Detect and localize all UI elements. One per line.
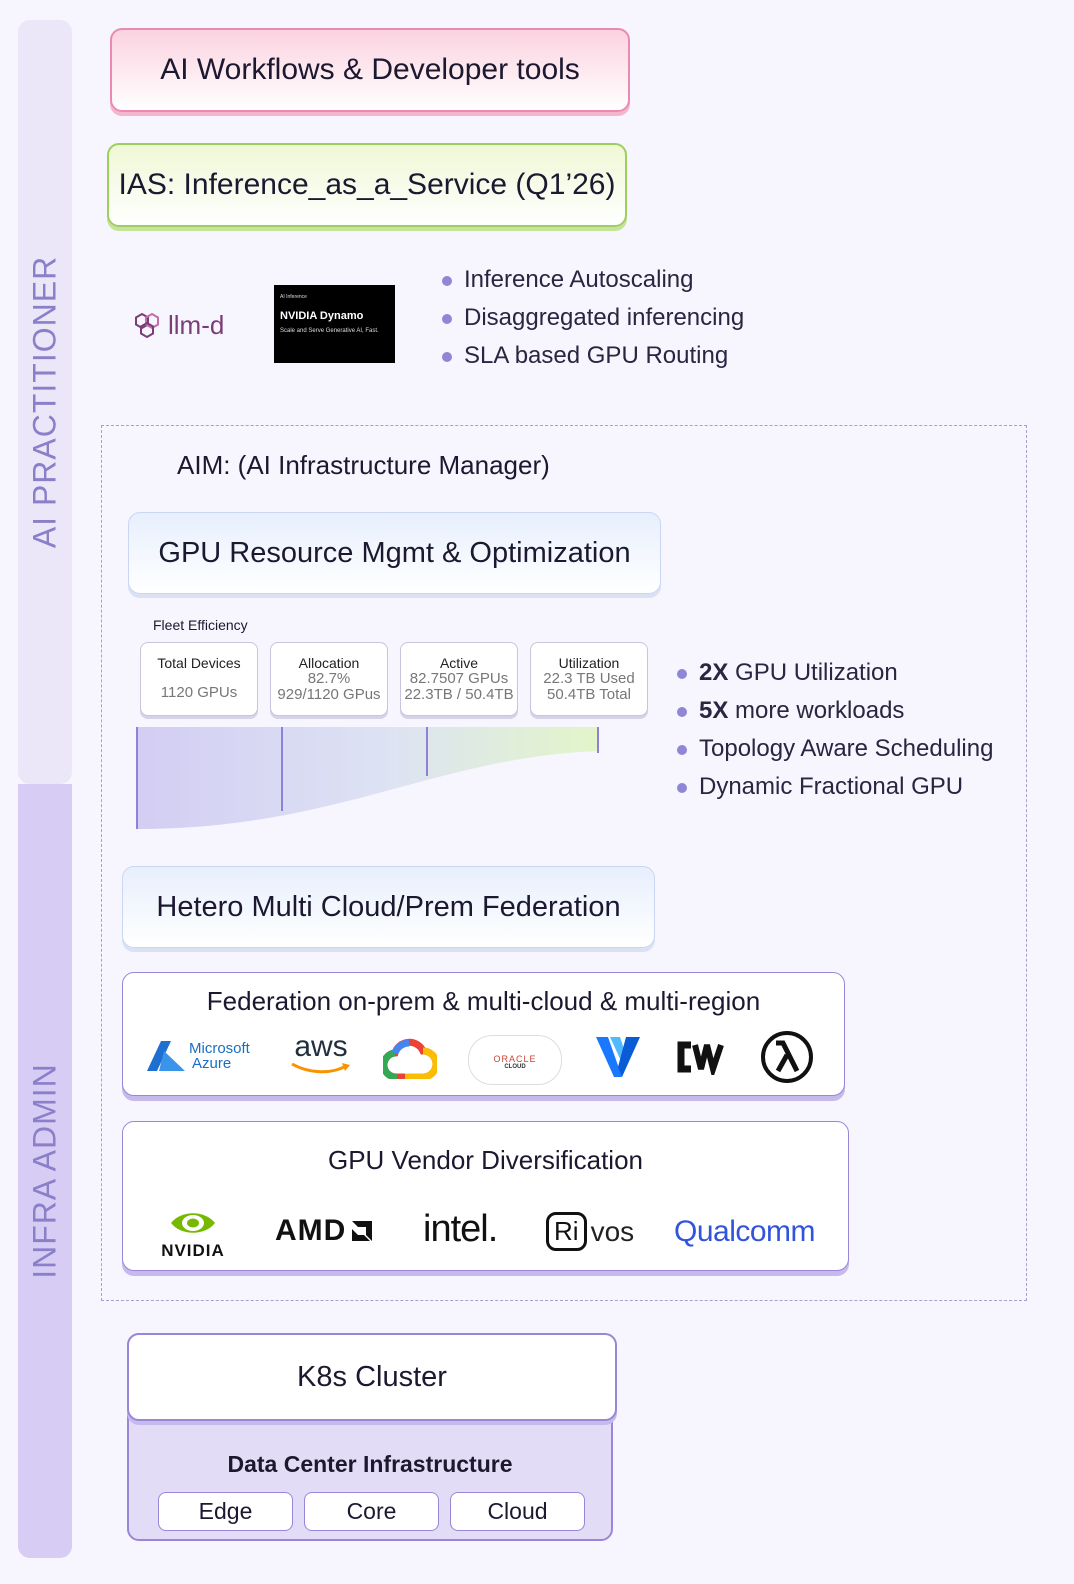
funnel-shape — [137, 727, 598, 829]
fleet-card-utilization: Utilization 22.3 TB Used 50.4TB Total — [530, 642, 648, 716]
gpu-vendor-panel: GPU Vendor Diversification NVIDIA AMD in… — [122, 1121, 849, 1271]
nvidia-logo: NVIDIA — [159, 1206, 227, 1261]
fleet-card-value: 50.4TB Total — [547, 686, 631, 703]
data-center-title: Data Center Infrastructure — [227, 1451, 513, 1477]
llm-d-hex-icon — [135, 312, 159, 339]
fleet-card-total-devices: Total Devices 1120 GPUs — [140, 642, 258, 716]
gpu-feature-list: 2X GPU Utilization 5X more workloads Top… — [677, 654, 1017, 806]
gpu-feature-item: Topology Aware Scheduling — [677, 730, 1017, 768]
aim-title: AIM: (AI Infrastructure Manager) — [177, 450, 550, 480]
azure-icon — [147, 1041, 185, 1071]
ias-label: IAS: Inference_as_a_Service (Q1’26) — [118, 168, 616, 201]
gpu-feature-item: 5X more workloads — [677, 692, 1017, 730]
ai-workflows-label: AI Workflows & Developer tools — [160, 53, 580, 86]
azure-logo: Microsoft Azure — [147, 1041, 250, 1071]
llm-d-logo: llm-d — [132, 305, 242, 345]
ai-practitioner-rail: AI PRACTITIONER — [18, 20, 72, 784]
federation-panel: Federation on-prem & multi-cloud & multi… — [122, 972, 845, 1096]
amd-logo: AMD — [275, 1214, 374, 1248]
oracle-cloud-logo: ORACLE CLOUD — [468, 1035, 562, 1085]
gpu-resource-box: GPU Resource Mgmt & Optimization — [128, 512, 661, 594]
ias-box: IAS: Inference_as_a_Service (Q1’26) — [107, 143, 627, 227]
ai-workflows-box: AI Workflows & Developer tools — [110, 28, 630, 112]
rivos-logo: Ri vos — [546, 1212, 634, 1251]
ias-feature-list: Inference Autoscaling Disaggregated infe… — [442, 261, 802, 375]
fleet-card-value: 1120 GPUs — [160, 684, 238, 701]
dc-chip-edge: Edge — [158, 1492, 293, 1531]
nvidia-eye-icon — [171, 1213, 215, 1233]
k8s-cluster-stack: K8s Cluster Data Center Infrastructure E… — [127, 1333, 617, 1541]
federation-title: Federation on-prem & multi-cloud & multi… — [206, 986, 761, 1016]
google-cloud-icon — [383, 1038, 437, 1079]
amd-arrow-icon — [352, 1221, 373, 1241]
ias-feature-item: SLA based GPU Routing — [442, 337, 802, 375]
hetero-federation-box: Hetero Multi Cloud/Prem Federation — [122, 866, 655, 948]
dc-chip-cloud: Cloud — [450, 1492, 585, 1531]
fleet-card-title: Allocation — [298, 655, 360, 671]
fleet-card-title: Utilization — [558, 655, 620, 671]
fleet-efficiency-title: Fleet Efficiency — [153, 617, 248, 633]
hetero-federation-label: Hetero Multi Cloud/Prem Federation — [156, 890, 621, 923]
gpu-feature-item: Dynamic Fractional GPU — [677, 768, 1017, 806]
fleet-card-value: 82.7% — [307, 670, 351, 687]
vultr-icon — [596, 1037, 640, 1077]
ias-feature-item: Inference Autoscaling — [442, 261, 802, 299]
gpu-resource-label: GPU Resource Mgmt & Optimization — [158, 536, 631, 569]
infra-admin-rail: INFRA ADMIN — [18, 784, 72, 1558]
fleet-card-value: 929/1120 GPus — [277, 686, 381, 703]
coreweave-icon — [677, 1041, 724, 1075]
dc-chip-core: Core — [304, 1492, 439, 1531]
fleet-funnel — [136, 727, 599, 829]
aws-smile-icon — [291, 1062, 350, 1074]
gpu-feature-item: 2X GPU Utilization — [677, 654, 1017, 692]
dynamo-tagline: Scale and Serve Generative AI, Fast. — [280, 328, 379, 334]
k8s-cluster-box: K8s Cluster — [127, 1333, 617, 1421]
fleet-card-value: 82.7507 GPUs — [409, 670, 509, 687]
lambda-icon — [761, 1031, 813, 1083]
fleet-card-title: Active — [439, 655, 479, 671]
k8s-cluster-label: K8s Cluster — [297, 1360, 447, 1393]
fleet-card-title: Total Devices — [157, 655, 241, 671]
aim-frame — [101, 425, 1027, 1301]
ias-feature-item: Disaggregated inferencing — [442, 299, 802, 337]
dynamo-name: NVIDIA Dynamo — [280, 310, 364, 322]
nvidia-dynamo-logo: AI Inference NVIDIA Dynamo Scale and Ser… — [274, 285, 395, 363]
dynamo-tag: AI Inference — [280, 294, 307, 300]
ai-practitioner-label: AI PRACTITIONER — [26, 255, 63, 549]
fleet-card-value: 22.3TB / 50.4TB — [404, 686, 514, 703]
infra-admin-label: INFRA ADMIN — [26, 1063, 63, 1279]
gpu-vendor-title: GPU Vendor Diversification — [327, 1145, 644, 1175]
intel-logo: intel. — [423, 1208, 498, 1250]
fleet-card-active: Active 82.7507 GPUs 22.3TB / 50.4TB — [400, 642, 518, 716]
fleet-card-value: 22.3 TB Used — [543, 670, 635, 687]
qualcomm-logo: Qualcomm — [674, 1215, 816, 1248]
aws-logo: aws — [289, 1032, 353, 1079]
fleet-card-allocation: Allocation 82.7% 929/1120 GPus — [270, 642, 388, 716]
llm-d-text: llm-d — [168, 309, 225, 340]
